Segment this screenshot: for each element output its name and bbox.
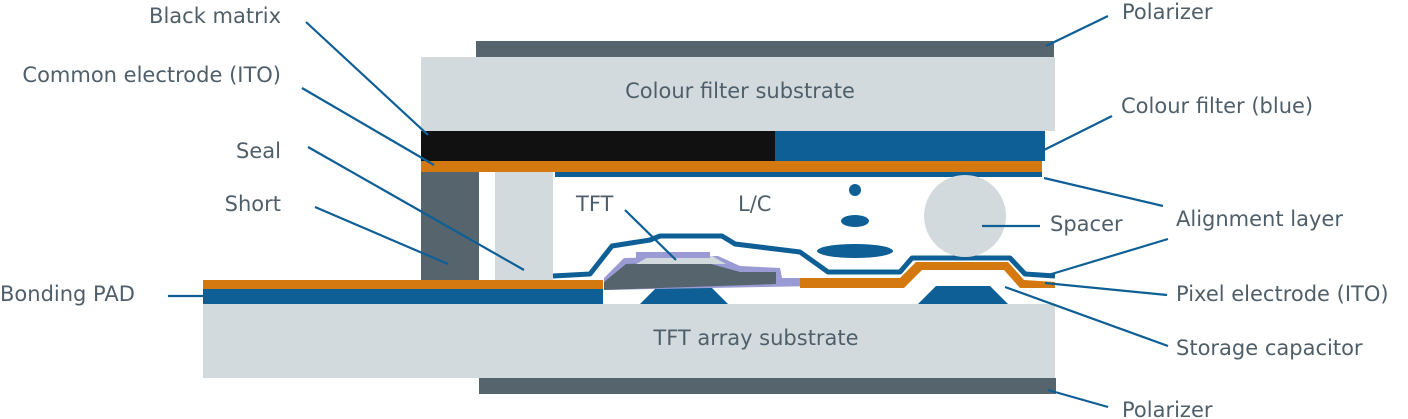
bonding-pad-ito [203, 280, 603, 289]
pixel-electrode [800, 262, 1055, 288]
tft-label: TFT [575, 192, 614, 216]
bonding-pad-metal [203, 289, 603, 304]
tft-substrate-label: TFT array substrate [652, 326, 858, 350]
leader-alignment-layer-top [1043, 176, 1164, 208]
label-seal: Seal [236, 139, 281, 163]
bottom-alignment-layer [552, 233, 1056, 279]
spacer [924, 175, 1006, 257]
leader-alignment-layer-bottom [1044, 237, 1169, 278]
label-short: Short [225, 192, 281, 216]
lc-molecule-1 [849, 184, 861, 196]
leader-common-electrode [301, 87, 435, 166]
leader-tft [624, 209, 677, 261]
cf-substrate-label: Colour filter substrate [625, 79, 855, 103]
leader-storage-capacitor [1004, 285, 1169, 348]
tft-array-substrate [203, 304, 1055, 378]
label-alignment-layer: Alignment layer [1176, 207, 1343, 231]
lc-molecule-2 [841, 215, 869, 227]
label-pixel-electrode: Pixel electrode (ITO) [1176, 282, 1389, 306]
colour-filter-substrate [421, 57, 1055, 131]
leader-black-matrix [305, 21, 429, 136]
label-polarizer-top: Polarizer [1122, 0, 1213, 24]
spacer-label: Spacer [1050, 212, 1123, 236]
colour-filter-blue [775, 131, 1045, 161]
top-polarizer [476, 41, 1054, 57]
label-colour-filter: Colour filter (blue) [1121, 94, 1313, 118]
leader-short [314, 205, 449, 266]
common-electrode [421, 161, 1042, 172]
lc-molecule-3 [817, 244, 893, 258]
tft-gate [640, 288, 728, 304]
leader-colour-filter [1043, 115, 1113, 151]
lc-label: L/C [738, 192, 771, 216]
seal [495, 172, 553, 280]
label-common-electrode: Common electrode (ITO) [22, 63, 281, 87]
leader-pixel-electrode [1044, 281, 1168, 297]
black-matrix [421, 131, 775, 161]
label-black-matrix: Black matrix [149, 4, 281, 28]
label-bonding-pad: Bonding PAD [0, 282, 135, 306]
tft-source-drain [604, 262, 776, 290]
leader-seal [307, 146, 525, 271]
leader-polarizer-bottom [1047, 388, 1109, 409]
tft-ohmic [636, 252, 710, 258]
short [421, 172, 479, 280]
top-alignment-layer [555, 172, 1042, 177]
label-storage-capacitor: Storage capacitor [1176, 336, 1363, 360]
leader-polarizer-top [1045, 15, 1109, 47]
label-polarizer-bottom: Polarizer [1122, 398, 1213, 419]
storage-capacitor [918, 286, 1008, 304]
bottom-polarizer [479, 378, 1056, 394]
